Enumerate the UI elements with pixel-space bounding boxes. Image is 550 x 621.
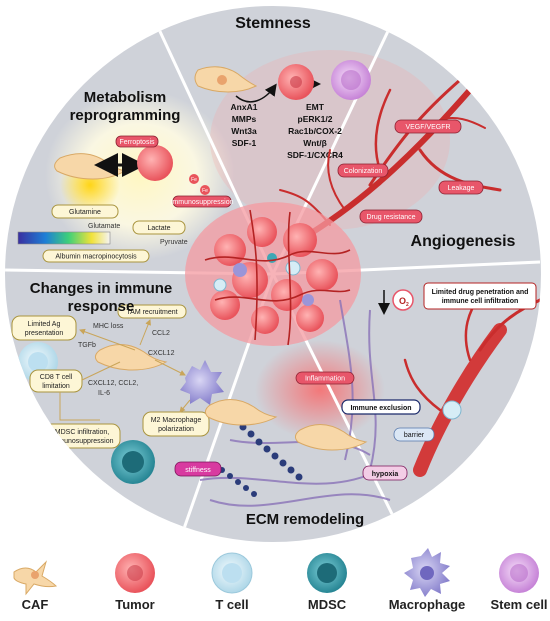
m2-line1: M2 Macrophage (151, 417, 202, 424)
section-title-ecm: ECM remodeling (246, 511, 364, 528)
glutamate-label: Glutamate (88, 223, 120, 230)
cxcl12-label: CXCL12 (148, 350, 175, 357)
stiffness-label: stiffness (185, 467, 211, 474)
leakage-pill (438, 180, 484, 195)
drug-resistance-pill (359, 209, 423, 224)
lactate-label: Lactate (148, 225, 171, 232)
colonization-label: Colonization (344, 168, 383, 175)
stem-factor-left-1: AnxA1 (231, 102, 258, 112)
cxcl-multi-line1: CXCL12, CCL2, (88, 380, 138, 387)
cxcl-multi-line2: IL-6 (98, 390, 110, 397)
legend-caf-label: CAF (22, 597, 49, 612)
vegf-pill (394, 119, 462, 134)
limited-ag-line1: Limited Ag (28, 321, 61, 328)
stem-factor-left-2: MMPs (232, 114, 257, 124)
legend-tumor-label: Tumor (115, 597, 154, 612)
immunosuppression-label: Immunosuppression (170, 199, 233, 206)
stem-factor-left-3: Wnt3a (231, 126, 257, 136)
leakage-label: Leakage (448, 185, 475, 192)
o2-subscript: 2 (406, 302, 409, 308)
limited-drug-line1: Limited drug penetration and (432, 289, 529, 296)
stem-factor-right-3: Rac1b/COX-2 (288, 126, 342, 136)
legend-macrophage-label: Macrophage (389, 597, 466, 612)
limited-drug-line2: immune cell infiltration (442, 298, 519, 305)
cd8-line2: limitation (42, 383, 70, 390)
cd8-pill (29, 369, 83, 393)
immunosuppression-pill (172, 195, 232, 208)
ferroptosis-pill (115, 135, 159, 148)
vegf-label: VEGF/VEGFR (405, 124, 450, 131)
central-tumor-mass (185, 202, 361, 346)
legend-stemcell-label: Stem cell (490, 597, 547, 612)
lactate-pill (132, 220, 186, 235)
albumin-gradient-bar (17, 231, 111, 245)
immune-macrophage (180, 360, 224, 405)
immune-exclusion-label: Immune exclusion (350, 405, 411, 412)
fe-label-2: Fe (202, 188, 208, 194)
hypoxia-label: hypoxia (372, 471, 399, 478)
tgfb-label: TGFb (78, 342, 96, 349)
ecm-panel: O 2 Limited drug penetration and immune … (174, 282, 541, 507)
glutamine-label: Glutamine (69, 209, 101, 216)
m2-pill (142, 411, 210, 437)
immune-exclusion-pill (341, 399, 421, 415)
colonization-pill (337, 163, 389, 178)
legend: CAF Tumor T cell MDSC Macrophage Stem ce… (13, 548, 548, 612)
fe-label-1: Fe (191, 177, 197, 183)
stem-factor-left-4: SDF-1 (232, 138, 257, 148)
limited-ag-line2: presentation (25, 330, 64, 337)
mdsc-line2: Immunosuppression (50, 438, 113, 445)
ferroptosis-label: Ferroptosis (119, 139, 155, 146)
section-title-immune-2: response (68, 298, 135, 315)
inflammation-pill (295, 371, 355, 385)
ccl2-label: CCL2 (152, 330, 170, 337)
o2-label: O (399, 296, 406, 306)
drug-resistance-label: Drug resistance (366, 214, 415, 221)
mhc-loss-label: MHC loss (93, 323, 124, 330)
limited-ag-pill (11, 315, 77, 341)
stem-factor-right-5: SDF-1/CXCR4 (287, 150, 343, 160)
m2-line2: polarization (158, 426, 194, 433)
limited-drug-box (423, 282, 537, 310)
stem-factor-right-2: pERK1/2 (298, 114, 333, 124)
metabolism-panel: Fe Fe Ferroptosis Immunosuppression Glut… (17, 135, 234, 263)
tam-label: TAM recruitment (126, 309, 177, 316)
tam-pill (117, 304, 187, 319)
stemness-panel: AnxA1 MMPs Wnt3a SDF-1 EMT pERK1/2 Rac1b… (194, 60, 371, 160)
stem-factor-right-4: Wnt/β (303, 138, 327, 148)
barrier-label: barrier (404, 432, 425, 439)
stiffness-pill (174, 461, 222, 477)
legend-tcell-label: T cell (215, 597, 248, 612)
pyruvate-label: Pyruvate (160, 239, 188, 246)
inflammation-label: Inflammation (305, 376, 345, 383)
stem-factor-right-1: EMT (306, 102, 325, 112)
mdsc-line1: MDSC infiltration, (55, 429, 110, 436)
barrier-pill (393, 427, 435, 442)
section-title-stemness: Stemness (235, 15, 311, 32)
hypoxia-pill (362, 465, 408, 481)
legend-mdsc-label: MDSC (308, 597, 347, 612)
section-title-angiogenesis: Angiogenesis (411, 233, 516, 250)
section-title-metabolism-1: Metabolism (84, 89, 167, 106)
section-title-metabolism-2: reprogramming (70, 107, 181, 124)
cd8-line1: CD8 T cell (40, 374, 73, 381)
albumin-pill (42, 249, 150, 263)
albumin-label: Albumin macropinocytosis (55, 254, 137, 261)
o2-badge (392, 289, 414, 311)
section-title-immune-1: Changes in immune (30, 280, 173, 297)
glutamine-pill (51, 204, 119, 219)
